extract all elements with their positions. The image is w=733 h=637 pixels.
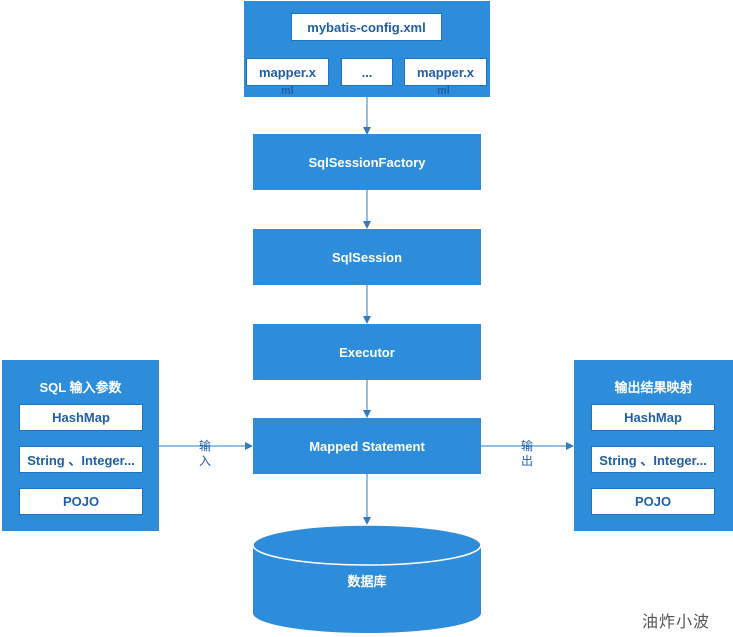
input-pojo-label: POJO [62, 494, 100, 509]
input-edge-label: 输 入 [198, 439, 212, 469]
mapper-ellipsis: ... [341, 58, 393, 86]
output-string-integer-box: String 、Integer... [591, 446, 715, 473]
mapper-xml-right: mapper.x [404, 58, 487, 86]
mapped-statement-label: Mapped Statement [309, 438, 425, 454]
input-hashmap-label: HashMap [52, 410, 110, 425]
output-hashmap-box: HashMap [591, 404, 715, 431]
input-hashmap-box: HashMap [19, 404, 143, 431]
output-string-integer-label: String 、Integer... [599, 453, 707, 468]
mapper-left-wrap-text: ml [281, 85, 294, 97]
database-label: 数据库 [347, 573, 387, 589]
mapper-right-wrap-text: ml [437, 85, 450, 97]
input-params-panel: SQL 输入参数 HashMap String 、Integer... POJO [2, 360, 159, 531]
sqlsession-label: SqlSession [331, 249, 403, 265]
mapper-right-label: mapper.x [416, 64, 475, 80]
input-edge-char-2: 入 [198, 454, 211, 468]
sqlsessionfactory-label: SqlSessionFactory [308, 154, 426, 170]
input-string-integer-label: String 、Integer... [27, 453, 135, 468]
output-mapping-panel: 输出结果映射 HashMap String 、Integer... POJO [574, 360, 733, 531]
sqlsession-box: SqlSession [253, 229, 481, 285]
output-hashmap-label: HashMap [624, 410, 682, 425]
output-edge-char-1: 输 [520, 439, 533, 453]
executor-label: Executor [339, 344, 395, 360]
database-label-wrap: 数据库 [253, 568, 481, 592]
executor-box: Executor [253, 324, 481, 380]
output-panel-title: 输出结果映射 [614, 380, 693, 395]
output-edge-char-2: 出 [520, 454, 533, 468]
mapper-ellipsis-label: ... [361, 64, 373, 80]
input-pojo-box: POJO [19, 488, 143, 515]
mybatis-config-label: mybatis-config.xml [307, 19, 426, 35]
output-pojo-label: POJO [634, 494, 672, 509]
mapped-statement-box: Mapped Statement [253, 418, 481, 474]
output-pojo-box: POJO [591, 488, 715, 515]
watermark-text: 油炸小波 [642, 612, 711, 631]
input-panel-title-wrap: SQL 输入参数 [2, 377, 159, 396]
input-panel-title: SQL 输入参数 [39, 380, 122, 395]
config-block: mybatis-config.xml mapper.x ... mapper.x… [244, 1, 490, 97]
input-edge-char-1: 输 [198, 439, 211, 453]
sqlsessionfactory-box: SqlSessionFactory [253, 134, 481, 190]
output-panel-title-wrap: 输出结果映射 [574, 377, 733, 396]
mapper-xml-left: mapper.x [246, 58, 329, 86]
input-string-integer-box: String 、Integer... [19, 446, 143, 473]
database-cylinder [252, 524, 482, 633]
mapper-left-label: mapper.x [258, 64, 317, 80]
mybatis-config-file: mybatis-config.xml [291, 13, 442, 41]
output-edge-label: 输 出 [520, 439, 534, 469]
